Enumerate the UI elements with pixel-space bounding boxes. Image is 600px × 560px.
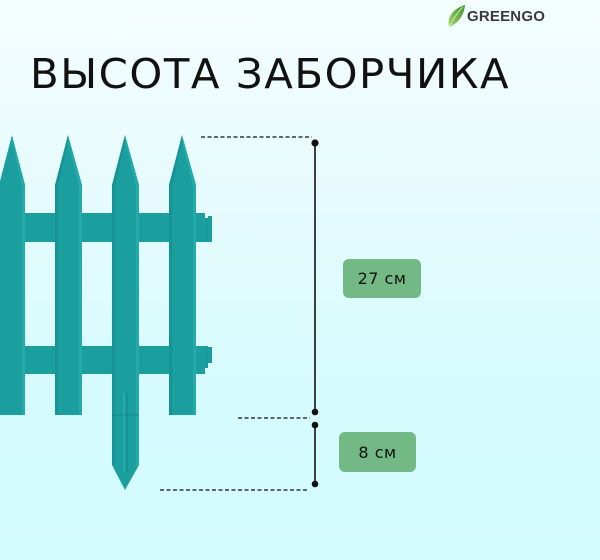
stake-height-label: 8 см [358, 442, 397, 462]
brand-logo: GREENGO [446, 2, 545, 30]
page-title: ВЫСОТА ЗАБОРЧИКА [30, 50, 511, 98]
height-badge-stake: 8 см [339, 432, 416, 472]
height-badge-fence: 27 см [343, 259, 421, 298]
fence-pickets [0, 135, 196, 490]
brand-name: GREENGO [467, 7, 546, 25]
leaf-icon [448, 5, 465, 28]
fence-height-label: 27 см [357, 269, 407, 288]
measurement-lines [160, 136, 319, 491]
fence-rails [0, 213, 212, 374]
